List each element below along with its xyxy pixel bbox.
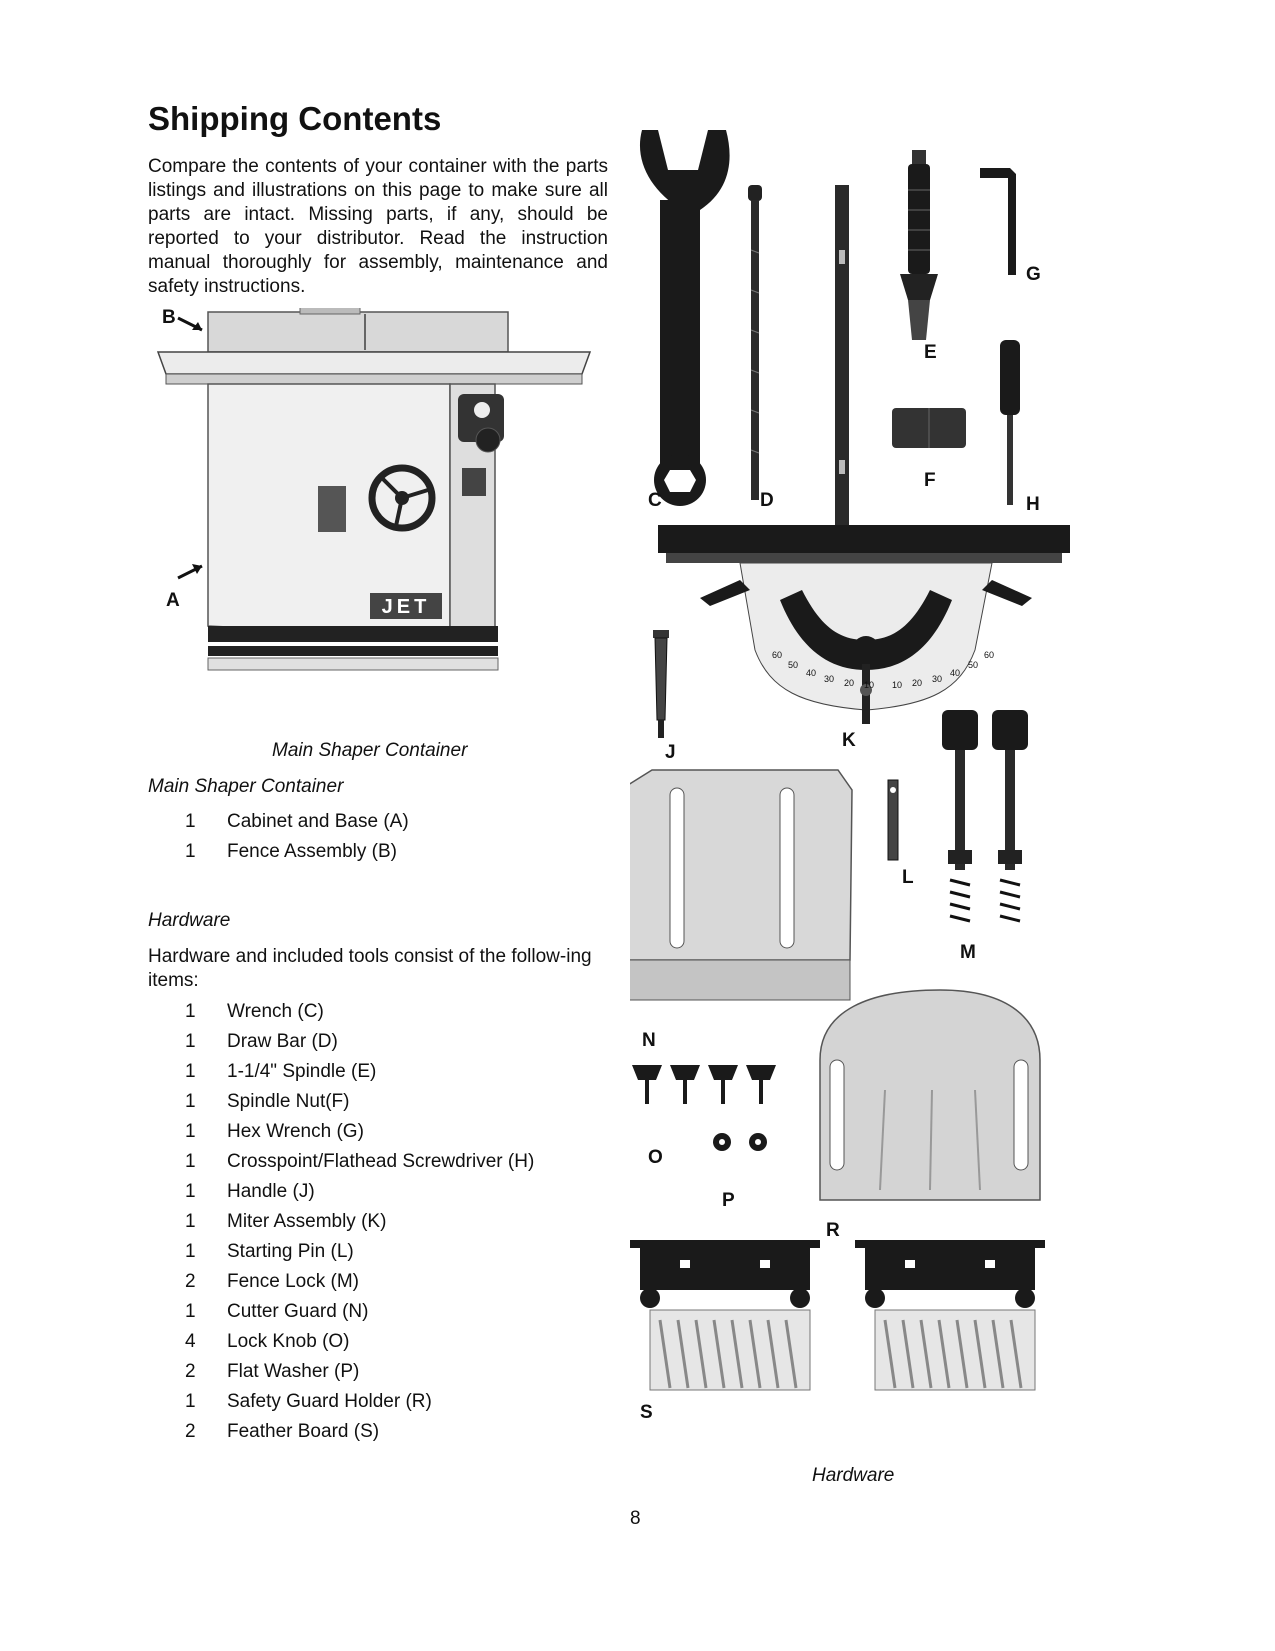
miter-assembly-k — [658, 525, 1070, 724]
scale-tick-label: 10 — [892, 680, 903, 690]
main-section-heading: Main Shaper Container — [148, 776, 344, 797]
label-g: G — [1026, 264, 1041, 285]
spindle-e — [900, 150, 938, 340]
label-e: E — [924, 342, 937, 363]
label-a: A — [166, 590, 180, 611]
hex-wrench-g — [980, 168, 1016, 275]
label-s: S — [640, 1402, 653, 1423]
safety-guard-holder-r — [819, 989, 1041, 1201]
logo-text: JET — [382, 596, 431, 618]
fence-lock-m — [942, 710, 1028, 923]
label-h: H — [1026, 494, 1040, 515]
starting-pin-l — [887, 779, 899, 861]
label-j: J — [665, 742, 676, 763]
label-l: L — [902, 867, 914, 888]
page-title: Shipping Contents — [148, 100, 442, 137]
screwdriver-h — [1000, 340, 1020, 505]
fence-assembly — [207, 311, 509, 353]
intro-paragraph: Compare the contents of your container w… — [148, 156, 608, 297]
scale-tick-label: 60 — [984, 650, 995, 660]
hardware-description: Hardware and included tools consist of t… — [148, 946, 592, 991]
hardware-illustration — [630, 130, 1070, 1391]
scale-tick-label: 10 — [864, 680, 875, 690]
jet-logo — [370, 593, 442, 619]
lock-knob-o — [632, 1065, 776, 1104]
label-b: B — [162, 307, 176, 328]
draw-bar-d — [748, 185, 762, 500]
hardware-figure-caption: Hardware — [812, 1465, 895, 1486]
label-p: P — [722, 1190, 735, 1211]
label-r: R — [826, 1220, 840, 1241]
scale-tick-label: 20 — [844, 678, 855, 688]
table-top — [156, 351, 592, 375]
label-o: O — [648, 1147, 663, 1168]
scale-tick-label: 30 — [932, 674, 943, 684]
label-f: F — [924, 470, 936, 491]
label-c: C — [648, 490, 662, 511]
miter-bar — [835, 185, 849, 525]
feather-board-s — [630, 1240, 1045, 1391]
cutter-guard-n — [630, 769, 853, 1001]
label-d: D — [760, 490, 774, 511]
flat-washer-p — [713, 1133, 767, 1151]
handle-j — [653, 630, 669, 738]
page-number: 8 — [630, 1508, 641, 1529]
label-k: K — [842, 730, 856, 751]
hardware-section-heading: Hardware — [148, 910, 231, 931]
scale-tick-label: 30 — [824, 674, 835, 684]
scale-tick-label: 40 — [806, 668, 817, 678]
scale-tick-label: 50 — [968, 660, 979, 670]
label-n: N — [642, 1030, 656, 1051]
label-m: M — [960, 942, 976, 963]
miter-scale: 60 50 40 30 20 10 10 20 30 40 50 60 — [770, 650, 1000, 690]
handwheel — [368, 464, 436, 532]
shaper-illustration: JET — [156, 308, 592, 671]
shaper-figure-caption: Main Shaper Container — [272, 740, 468, 761]
wrench-c — [639, 130, 730, 506]
scale-tick-label: 40 — [950, 668, 961, 678]
scale-tick-label: 20 — [912, 678, 923, 688]
scale-tick-label: 50 — [788, 660, 799, 670]
scale-tick-label: 60 — [772, 650, 783, 660]
